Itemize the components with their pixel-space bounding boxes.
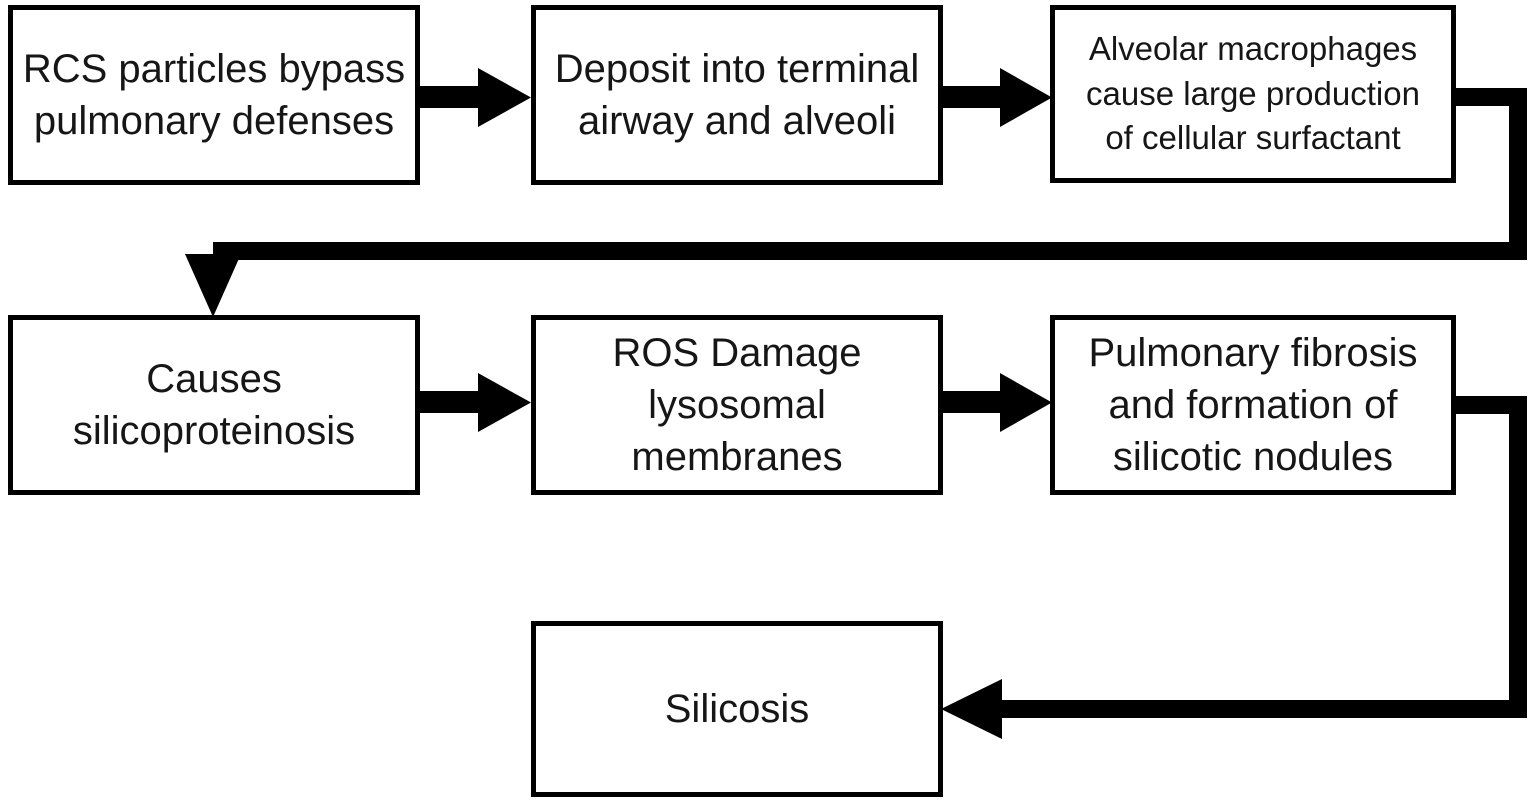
node-deposit: Deposit into terminal airway and alveoli: [531, 5, 943, 185]
arrow-silicoproteinosis-to-ros: [420, 373, 531, 432]
node-macrophages: Alveolar macrophages cause large product…: [1050, 5, 1456, 183]
node-silicosis-label: Silicosis: [664, 687, 810, 731]
connector-fibrosis-to-silicosis: [941, 396, 1527, 739]
node-silicoproteinosis: Causes silicoproteinosis: [8, 315, 420, 495]
node-rcs-bypass: RCS particles bypass pulmonary defenses: [8, 5, 420, 185]
node-macrophages-label: Alveolar macrophages cause large product…: [1086, 29, 1420, 157]
connector-macrophages-to-silicoproteinosis: [185, 88, 1527, 317]
arrow-rcs-to-deposit: [420, 68, 531, 127]
node-rcs-bypass-label: RCS particles bypass pulmonary defenses: [22, 47, 406, 143]
node-fibrosis: Pulmonary fibrosis and formation of sili…: [1050, 315, 1456, 495]
node-silicosis: Silicosis: [531, 621, 943, 797]
node-silicoproteinosis-label: Causes silicoproteinosis: [72, 357, 356, 453]
node-fibrosis-label: Pulmonary fibrosis and formation of sili…: [1088, 331, 1418, 479]
arrow-deposit-to-macrophages: [943, 68, 1052, 127]
node-ros-damage-label: ROS Damage lysosomal membranes: [612, 331, 862, 479]
arrow-ros-to-fibrosis: [943, 373, 1052, 432]
node-deposit-label: Deposit into terminal airway and alveoli: [554, 47, 920, 143]
node-ros-damage: ROS Damage lysosomal membranes: [531, 315, 943, 495]
